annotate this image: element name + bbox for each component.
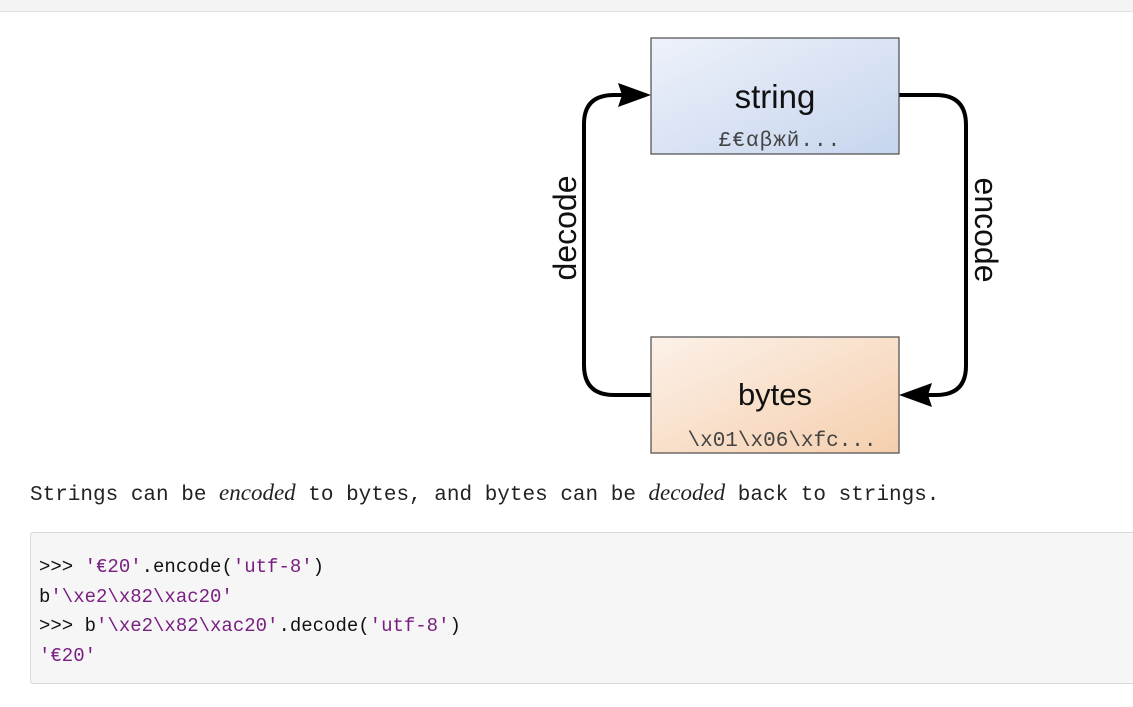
decode-arrow-line [582, 93, 651, 397]
explanation-text: Strings can be encoded to bytes, and byt… [30, 480, 940, 507]
encode-arrow-line [899, 93, 968, 397]
bytes-box-sample: \x01\x06\xfc... [687, 430, 876, 453]
code-example-block[interactable]: >>> '€20'.encode('utf-8') b'\xe2\x82\xac… [30, 532, 1133, 684]
encode-label: encode [968, 178, 1004, 283]
decoded-emphasis: decoded [648, 480, 726, 505]
bytes-box [650, 336, 900, 454]
previous-cell-edge: -- - -- --- -- - -- - --- [0, 0, 1133, 12]
encoded-emphasis: encoded [219, 480, 296, 505]
code-line-4: '€20' [39, 644, 97, 667]
string-box-title: string [735, 78, 816, 115]
code-line-1: >>> '€20'.encode('utf-8') [39, 556, 325, 578]
string-box-sample: £€αβжй... [719, 130, 841, 153]
string-box [650, 37, 900, 155]
encode-decode-diagram: string £€αβжй... bytes \x01\x06\xfc... d… [547, 37, 1004, 454]
clipped-previous-text: -- - -- --- -- - -- - --- [36, 0, 416, 11]
decode-arrow-head [618, 83, 651, 107]
code-line-3: >>> b'\xe2\x82\xac20'.decode('utf-8') [39, 615, 461, 637]
bytes-box-title: bytes [738, 377, 812, 412]
code-line-2: b'\xe2\x82\xac20' [39, 585, 233, 608]
decode-label: decode [547, 176, 583, 281]
code-listing: >>> '€20'.encode('utf-8') b'\xe2\x82\xac… [39, 553, 461, 671]
encode-arrow-head [899, 383, 932, 407]
